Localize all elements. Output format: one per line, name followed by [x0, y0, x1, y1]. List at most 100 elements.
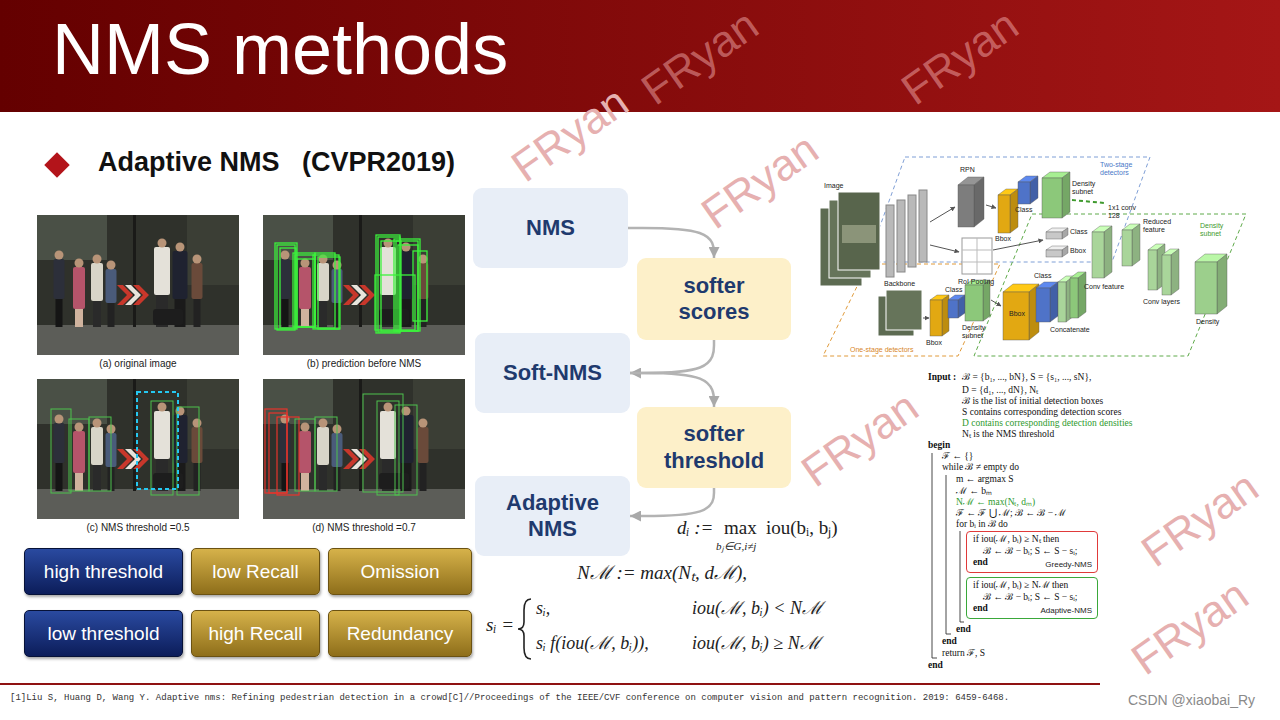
chevron-sign	[359, 285, 375, 305]
cuboid-side	[1030, 176, 1038, 204]
backbone-slice	[919, 190, 927, 262]
cuboid-front	[1092, 232, 1104, 278]
box-text: NMS	[526, 215, 575, 241]
algorithm-line: ℱ ← ℱ ⋃ ℳ; ℬ ← ℬ − ℳ	[956, 508, 1066, 519]
box-text: Adaptive NMS	[493, 490, 613, 543]
person-legs	[420, 463, 427, 491]
building	[37, 215, 107, 260]
detection-box	[375, 275, 415, 330]
person-head	[176, 243, 185, 252]
detection-box	[295, 255, 315, 327]
cuboid-front	[1046, 232, 1062, 239]
photo-panel	[37, 215, 239, 355]
backbone-slice	[886, 205, 894, 277]
person-body	[192, 427, 203, 463]
tag-text: low threshold	[48, 623, 160, 645]
person-body	[154, 411, 170, 459]
cuboid-front	[1162, 255, 1171, 295]
panel-caption: (d) NMS threshold =0.7	[263, 522, 465, 534]
person-legs	[93, 465, 101, 491]
person-body	[317, 263, 329, 301]
cuboid-front	[1046, 250, 1062, 257]
person-legs	[282, 299, 289, 327]
algorithm-line: return ℱ, S	[942, 648, 985, 659]
person-head	[384, 403, 393, 412]
reference-note: [1]Liu S, Huang D, Wang Y. Adaptive nms:…	[10, 693, 1009, 703]
sign-pole	[359, 215, 362, 327]
watermark: FRyan	[1132, 461, 1268, 577]
detection-box	[69, 419, 89, 491]
algorithm-line: ℬ ← ℬ − bᵢ; S ← S − sᵢ;	[983, 546, 1091, 558]
cuboid-side	[1217, 254, 1227, 314]
backbone-slice	[897, 200, 905, 272]
figure-label: Bbox	[1009, 310, 1025, 318]
flow-line	[923, 318, 929, 319]
figure-label: Bbox	[926, 339, 942, 347]
algorithm-line: end	[956, 624, 971, 635]
change-box: softer scores	[637, 258, 791, 340]
figure-label: Conv feature	[1084, 283, 1124, 291]
cuboid-front	[1042, 178, 1062, 218]
cuboid-side	[1078, 272, 1086, 318]
algorithm-line: m ← argmax S	[956, 474, 1014, 485]
change-box: softer threshold	[637, 407, 791, 488]
formula-part: bⱼ∈G,i≠j	[716, 540, 756, 553]
flow-line	[991, 300, 1001, 306]
watermark: FRyan	[502, 76, 638, 192]
flow-arrow	[630, 373, 714, 407]
person-head	[93, 419, 102, 428]
cuboid-side	[1050, 282, 1058, 322]
person-body	[54, 259, 65, 299]
detection-box	[413, 251, 427, 321]
cuboid-front	[1058, 282, 1066, 322]
method-box: Soft-NMS	[475, 333, 630, 413]
cuboid-front	[1070, 278, 1078, 318]
person-head	[75, 423, 84, 432]
figure-label: Two-stage detectors	[1100, 161, 1140, 177]
cuboid-side	[1062, 246, 1068, 257]
roi-pooling-box	[962, 238, 992, 274]
person-body	[280, 423, 291, 463]
cuboid-side	[974, 177, 984, 227]
detection-box	[137, 392, 178, 489]
chevron-sign	[133, 449, 149, 469]
person-body	[192, 263, 203, 299]
person-head	[158, 403, 167, 412]
cuboid-side	[958, 295, 965, 318]
person-legs	[301, 473, 309, 491]
effect-tag: high Recall	[191, 610, 320, 657]
box-text: softer threshold	[654, 421, 774, 474]
method-box: NMS	[473, 188, 628, 268]
cuboid-side	[1104, 226, 1112, 278]
panel-caption: (c) NMS threshold =0.5	[37, 522, 239, 534]
person-head	[319, 255, 328, 264]
figure-label: Class	[945, 286, 963, 294]
photo-ground	[263, 379, 465, 519]
section-heading: Adaptive NMS (CVPR2019)	[98, 147, 455, 178]
figure-label: Image	[824, 182, 843, 190]
cuboid-front	[1018, 182, 1030, 204]
watermark: FRyan	[892, 0, 1028, 115]
figure-label: Density	[1196, 318, 1219, 326]
person-head	[419, 419, 428, 428]
figure-label: Class	[1034, 272, 1052, 280]
formula-part: sᵢ f(iou(ℳ, bᵢ)),	[536, 633, 649, 654]
stroller	[379, 473, 409, 489]
threshold-tag: high threshold	[24, 548, 183, 595]
tag-text: Redundancy	[347, 623, 454, 645]
figure-label: Reduced feature	[1143, 218, 1177, 234]
person-legs	[301, 309, 309, 327]
panel-caption: (b) prediction before NMS	[263, 358, 465, 370]
box-text: softer scores	[654, 273, 774, 326]
cuboid-front	[965, 285, 983, 321]
cuboid-front	[998, 195, 1010, 233]
figure-label: One-stage detectors	[850, 346, 913, 354]
tag-text: low Recall	[212, 561, 299, 583]
formula-part: sᵢ =	[486, 614, 514, 636]
detection-box	[151, 401, 173, 495]
figure-label: Bbox	[1070, 247, 1086, 255]
person-legs	[93, 301, 101, 327]
person-legs	[75, 309, 83, 327]
photo-detail	[842, 225, 876, 243]
detection-box	[315, 417, 337, 491]
